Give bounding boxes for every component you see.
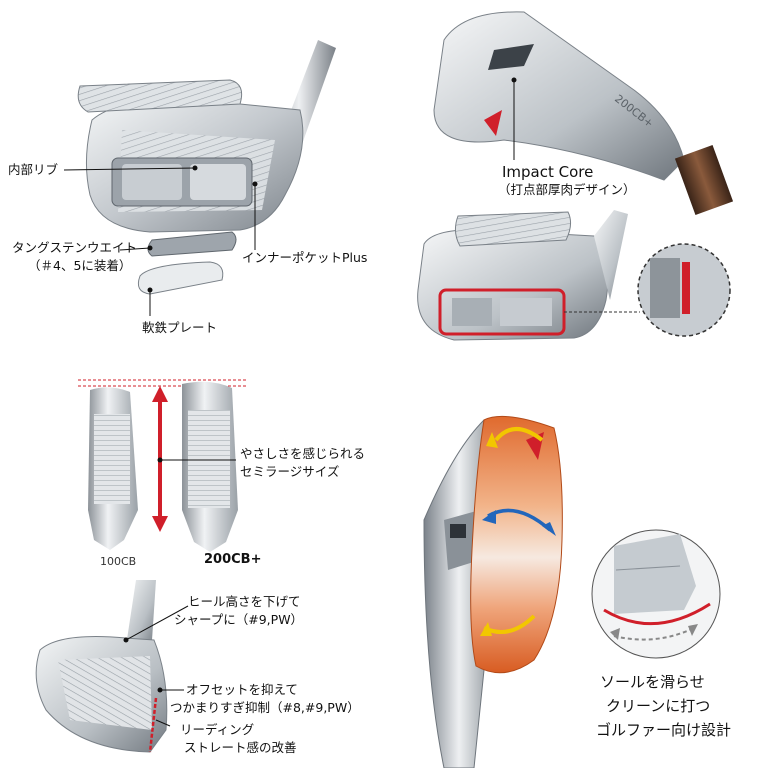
panel-sole-design: ソールを滑らせ クリーンに打つ ゴルファー向け設計	[384, 370, 768, 768]
offset-line2: つかまりすぎ抑制（#8,#9,PW）	[170, 700, 360, 715]
sole-dashed-arrow	[613, 627, 695, 641]
heel-line1: ヒール高さを下げて	[188, 594, 301, 609]
impact-core-label-line1: Impact Core	[502, 163, 594, 181]
leading-line1: リーディング	[180, 722, 255, 737]
impact-core-label-line2: （打点部厚肉デザイン）	[498, 182, 636, 197]
semi-large-line2: セミラージサイズ	[240, 464, 340, 479]
sole-illustration	[423, 415, 721, 768]
size-comparison-illustration	[78, 379, 248, 552]
head-b-label: 200CB+	[204, 552, 262, 567]
leading-line2: ストレート感の改善	[184, 740, 297, 755]
wedge-illustration	[35, 580, 189, 753]
panel-exploded-head: 内部リブ タングステンウエイト （＃4、5に装着） インナーポケットPlus 軟…	[0, 0, 384, 360]
impact-core-illustration: 200CB+	[417, 11, 734, 341]
heel-line2: シャープに（#9,PW）	[174, 612, 304, 627]
panel-impact-core: 200CB+ Impact Core （打点部厚肉デザイン）	[384, 0, 768, 360]
tungsten-weight	[147, 231, 237, 257]
plate-label: 軟鉄プレート	[142, 320, 218, 335]
panel-wedge-details: ヒール高さを下げて シャープに（#9,PW） オフセットを抑えて つかまりすぎ抑…	[0, 580, 384, 768]
soft-iron-plate	[137, 261, 224, 295]
face-insert-top	[77, 79, 243, 113]
arrow-yellow-top	[494, 427, 544, 442]
offset-line1: オフセットを抑えて	[186, 682, 298, 697]
tungsten-label-line2: （＃4、5に装着）	[28, 258, 132, 273]
sole-line2: クリーンに打つ	[606, 697, 711, 715]
heat-map-face	[470, 415, 563, 674]
sole-red-arc	[603, 602, 711, 626]
sole-line1: ソールを滑らせ	[600, 673, 705, 691]
rib-label: 内部リブ	[8, 162, 59, 177]
pocket-label: インナーポケットPlus	[242, 250, 368, 265]
sole-line3: ゴルファー向け設計	[596, 721, 732, 739]
head-a-label: 100CB	[100, 555, 137, 568]
wedge-hosel	[126, 580, 156, 646]
semi-large-line1: やさしさを感じられる	[240, 446, 366, 461]
exploded-head-illustration	[63, 40, 336, 316]
leading-edge-line	[148, 697, 158, 753]
club-back	[433, 11, 685, 181]
tungsten-label-line1: タングステンウエイト	[12, 240, 138, 255]
panel-size-comparison: 100CB 200CB+ やさしさを感じられる セミラージサイズ	[0, 370, 384, 580]
